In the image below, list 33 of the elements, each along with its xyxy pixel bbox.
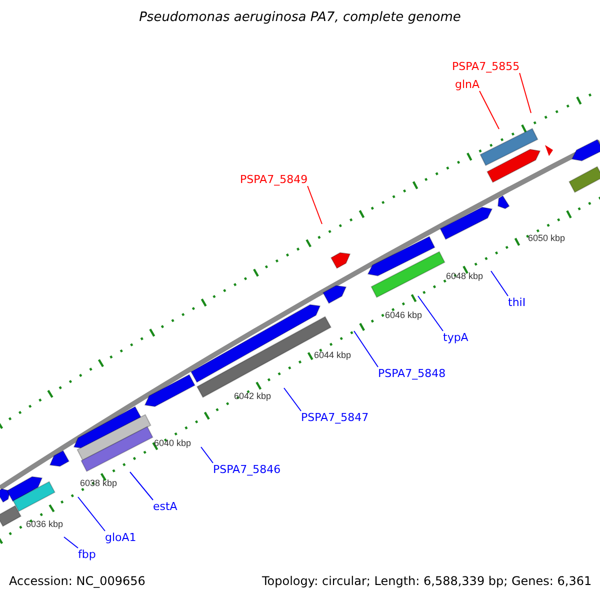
gene-label: gloA1	[105, 531, 136, 544]
leader-line	[519, 72, 532, 114]
leader-line	[284, 388, 302, 412]
title: Pseudomonas aeruginosa PA7, complete genome	[138, 11, 462, 24]
leader-line	[490, 270, 508, 296]
gene-label: estA	[153, 500, 178, 513]
leader-line	[78, 496, 106, 532]
scale-label: 6048 kbp	[446, 270, 484, 283]
footer-text: Topology: circular; Length: 6,588,339 bp; Genes: 6,361	[262, 575, 592, 588]
footer-text: Accession: NC_009656	[9, 575, 146, 588]
scale-label: 6036 kbp	[26, 518, 64, 531]
leader-line	[307, 186, 322, 224]
gene-label: glnA	[455, 78, 480, 91]
gene-label: PSPA7_5848	[378, 367, 446, 380]
scale-label: 6050 kbp	[528, 232, 566, 245]
scale-label: 6044 kbp	[314, 349, 352, 362]
leader-line	[130, 472, 154, 500]
gene-label: PSPA7_5847	[301, 411, 369, 424]
scale-label: 6040 kbp	[154, 437, 192, 450]
gene-label: typA	[443, 331, 468, 344]
leader-line	[479, 90, 500, 130]
gene-label: thiI	[508, 296, 526, 309]
leader-line	[200, 446, 214, 464]
scale-label: 6042 kbp	[234, 390, 272, 403]
gene-label: PSPA7_5846	[213, 463, 281, 476]
scale-label: 6038 kbp	[80, 477, 118, 490]
gene-label: PSPA7_5849	[240, 173, 308, 186]
leader-line	[354, 330, 378, 368]
gene-label: fbp	[78, 548, 96, 561]
scale-label: 6046 kbp	[385, 309, 422, 322]
gene-label: PSPA7_5855	[452, 60, 520, 73]
leader-line	[418, 296, 444, 332]
leader-line	[64, 536, 78, 548]
